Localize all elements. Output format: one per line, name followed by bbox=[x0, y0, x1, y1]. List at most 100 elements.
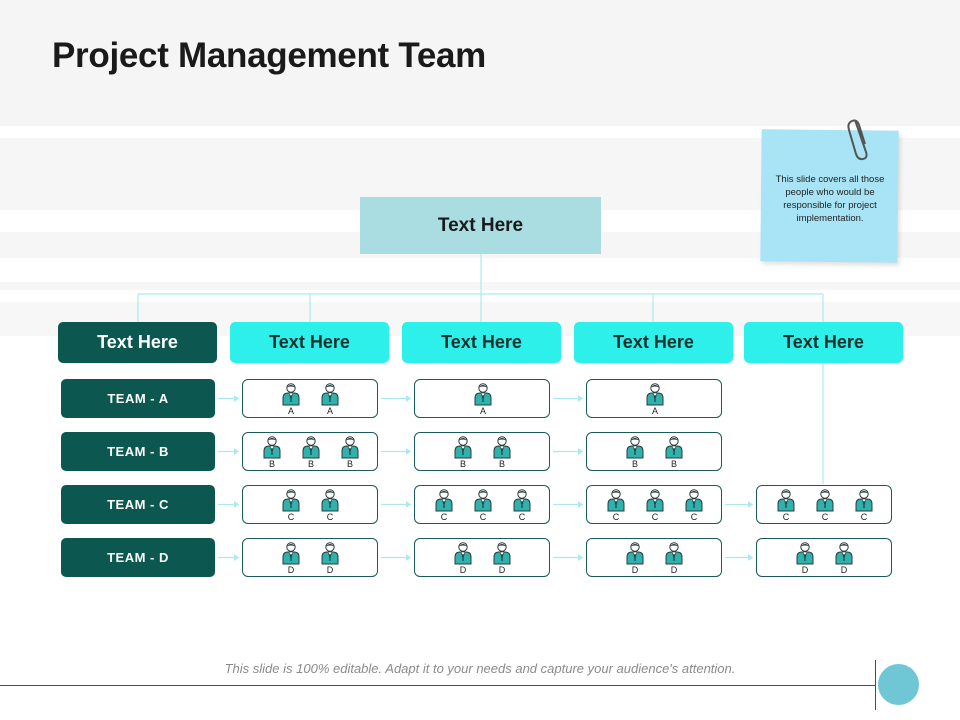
member-label: C bbox=[440, 512, 448, 522]
person-icon bbox=[664, 541, 684, 565]
person-icon bbox=[684, 488, 704, 512]
sticky-note-text: This slide covers all those people who w… bbox=[775, 174, 885, 224]
flow-arrow-head bbox=[578, 501, 583, 508]
member-label: A bbox=[287, 406, 294, 416]
footer-line bbox=[0, 685, 875, 686]
flow-arrow-head bbox=[578, 395, 583, 402]
member-label: B bbox=[459, 459, 466, 469]
flow-arrow-head bbox=[748, 501, 753, 508]
person-icon bbox=[645, 382, 665, 406]
member-label: B bbox=[498, 459, 505, 469]
person-icon bbox=[645, 488, 665, 512]
member-label: C bbox=[612, 512, 620, 522]
flow-arrow-head bbox=[234, 554, 239, 561]
person-icon bbox=[281, 541, 301, 565]
member-label: D bbox=[459, 565, 467, 575]
person-icon bbox=[340, 435, 360, 459]
member-label: B bbox=[307, 459, 314, 469]
paperclip-icon bbox=[847, 119, 868, 161]
person-icon bbox=[301, 435, 321, 459]
member-label: C bbox=[326, 512, 334, 522]
person-icon bbox=[320, 541, 340, 565]
member-label: D bbox=[498, 565, 506, 575]
member-label: B bbox=[670, 459, 677, 469]
column-header-4: Text Here bbox=[574, 322, 733, 363]
column-header-5: Text Here bbox=[744, 322, 903, 363]
person-icon bbox=[625, 541, 645, 565]
team-d-label: TEAM - D bbox=[61, 538, 215, 577]
person-icon bbox=[815, 488, 835, 512]
person-icon bbox=[281, 488, 301, 512]
flow-arrow-head bbox=[234, 448, 239, 455]
member-label: A bbox=[326, 406, 333, 416]
member-label: D bbox=[670, 565, 678, 575]
member-label: D bbox=[287, 565, 295, 575]
person-icon bbox=[795, 541, 815, 565]
footer-divider bbox=[875, 660, 876, 710]
team-c-label: TEAM - C bbox=[61, 485, 215, 524]
page-title: Project Management Team bbox=[52, 36, 486, 75]
person-icon bbox=[473, 488, 493, 512]
flow-arrow-head bbox=[406, 448, 411, 455]
decorative-circle bbox=[878, 664, 919, 705]
column-header-1: Text Here bbox=[58, 322, 217, 363]
member-label: C bbox=[651, 512, 659, 522]
flow-arrow-head bbox=[406, 501, 411, 508]
flow-arrow-head bbox=[578, 554, 583, 561]
person-icon bbox=[492, 435, 512, 459]
person-icon bbox=[473, 382, 493, 406]
footer-text: This slide is 100% editable. Adapt it to… bbox=[224, 661, 736, 676]
member-label: B bbox=[346, 459, 353, 469]
flow-arrow-head bbox=[234, 501, 239, 508]
person-icon bbox=[453, 435, 473, 459]
background-band bbox=[0, 0, 960, 126]
person-icon bbox=[281, 382, 301, 406]
team-cell: A bbox=[586, 379, 722, 418]
member-label: B bbox=[268, 459, 275, 469]
member-label: D bbox=[801, 565, 809, 575]
member-label: C bbox=[479, 512, 487, 522]
team-a-label: TEAM - A bbox=[61, 379, 215, 418]
team-b-label: TEAM - B bbox=[61, 432, 215, 471]
team-cell: A bbox=[414, 379, 550, 418]
flow-arrow-head bbox=[406, 395, 411, 402]
flow-arrow-head bbox=[234, 395, 239, 402]
member-label: C bbox=[821, 512, 829, 522]
member-label: C bbox=[782, 512, 790, 522]
member-label: D bbox=[840, 565, 848, 575]
person-icon bbox=[320, 488, 340, 512]
person-icon bbox=[834, 541, 854, 565]
column-header-2: Text Here bbox=[230, 322, 389, 363]
member-label: C bbox=[690, 512, 698, 522]
person-icon bbox=[625, 435, 645, 459]
top-box: Text Here bbox=[360, 197, 601, 254]
person-icon bbox=[664, 435, 684, 459]
member-label: C bbox=[287, 512, 295, 522]
member-label: A bbox=[479, 406, 486, 416]
person-icon bbox=[320, 382, 340, 406]
member-label: D bbox=[326, 565, 334, 575]
person-icon bbox=[606, 488, 626, 512]
person-icon bbox=[262, 435, 282, 459]
member-label: C bbox=[518, 512, 526, 522]
person-icon bbox=[854, 488, 874, 512]
member-label: C bbox=[860, 512, 868, 522]
background-band bbox=[0, 282, 960, 290]
member-label: B bbox=[631, 459, 638, 469]
person-icon bbox=[453, 541, 473, 565]
flow-arrow-head bbox=[748, 554, 753, 561]
flow-arrow-head bbox=[406, 554, 411, 561]
person-icon bbox=[492, 541, 512, 565]
